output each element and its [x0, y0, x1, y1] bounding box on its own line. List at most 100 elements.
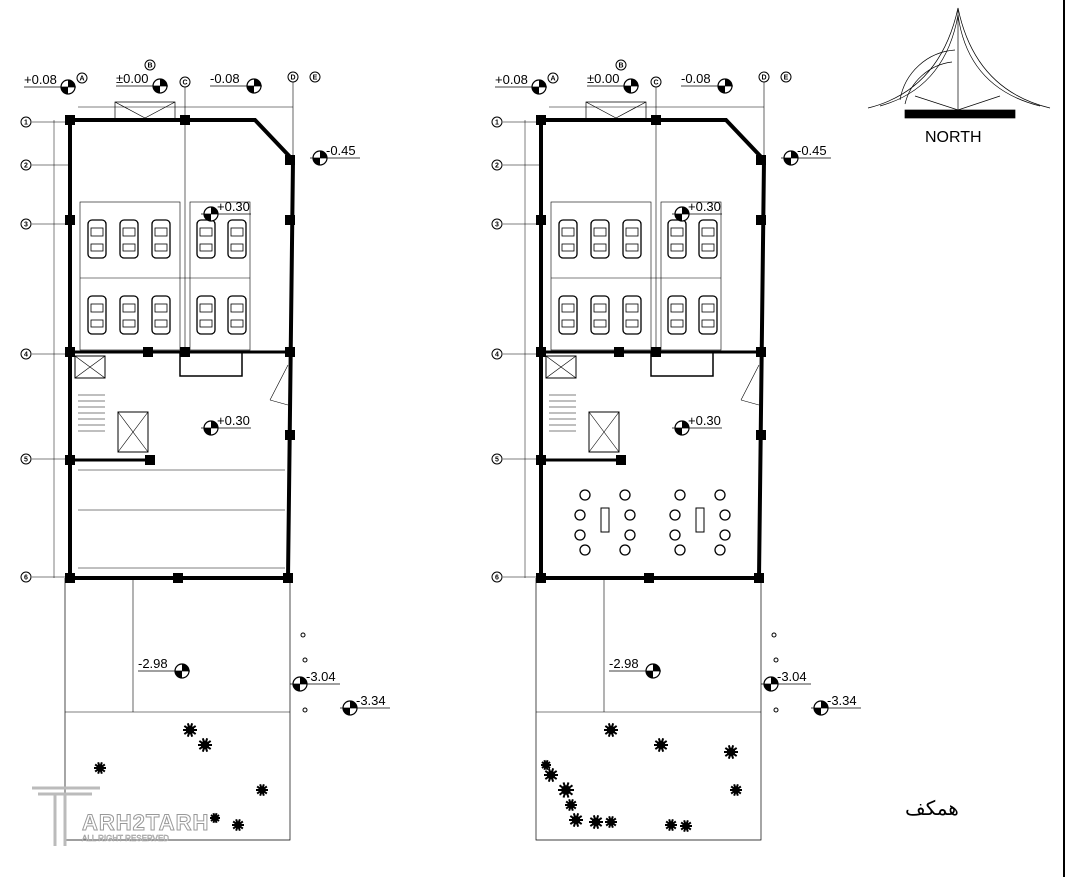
grid-bubble [491, 348, 503, 360]
grid-row-label: 3 [495, 222, 499, 229]
column [644, 573, 654, 583]
grid-row-label: 5 [24, 457, 28, 464]
yard-boundary [535, 578, 762, 841]
grid-bubble [20, 218, 32, 230]
grid-col-label: E [313, 75, 318, 82]
car-rear-window [199, 243, 213, 252]
watermark-column-icon [32, 786, 100, 846]
car-rear-window [90, 319, 104, 328]
chair [574, 529, 586, 541]
tree-core [607, 818, 615, 826]
car-icon [87, 295, 107, 335]
column [536, 573, 546, 583]
tree-core [732, 786, 740, 794]
grid-bubble [20, 116, 32, 128]
chair [579, 544, 591, 556]
grid-bubble [20, 159, 32, 171]
column [614, 347, 624, 357]
level-marker-icon [672, 206, 722, 222]
grid-row-label: 5 [495, 457, 499, 464]
level-label: +0.08 [24, 72, 57, 87]
car-body [590, 219, 610, 259]
car-rear-window [122, 243, 136, 252]
level-marker-icon [587, 78, 639, 94]
car-windshield [670, 227, 684, 237]
car-rear-window [154, 243, 168, 252]
tree-icon [565, 798, 577, 812]
car-icon [590, 295, 610, 335]
level-label: -3.34 [827, 693, 857, 708]
car-windshield [90, 303, 104, 313]
column [173, 573, 183, 583]
car-body [119, 295, 139, 335]
grid-row-label: 3 [24, 222, 28, 229]
grid-col-label: B [618, 63, 623, 70]
car-rear-window [154, 319, 168, 328]
tree-core [667, 821, 675, 829]
car-windshield [670, 303, 684, 313]
tree-core [726, 747, 736, 757]
tree-icon [94, 761, 106, 775]
car-rear-window [561, 243, 575, 252]
tree-icon [589, 815, 603, 829]
car-icon [590, 219, 610, 259]
car-windshield [625, 227, 639, 237]
grid-bubble [547, 72, 559, 84]
column [285, 430, 295, 440]
tree-core [656, 740, 666, 750]
car-icon [196, 219, 216, 259]
parking-bay [660, 201, 722, 351]
car-body [622, 219, 642, 259]
grid-bubble [309, 71, 321, 83]
grid-row-label: 2 [24, 163, 28, 170]
frame-border [1063, 0, 1065, 877]
column [65, 347, 75, 357]
level-marker-icon [116, 78, 168, 94]
light-post [773, 657, 779, 663]
chair [674, 544, 686, 556]
level-label: -0.45 [797, 143, 827, 158]
chair [624, 529, 636, 541]
car-windshield [561, 303, 575, 313]
column [756, 155, 766, 165]
level-label: ±0.00 [587, 71, 619, 86]
car-body [667, 219, 687, 259]
grid-bubble [20, 571, 32, 583]
chair [574, 509, 586, 521]
tree-core [258, 786, 266, 794]
car-body [87, 219, 107, 259]
column [180, 115, 190, 125]
tree-icon [541, 759, 551, 771]
grid-col-label: D [761, 75, 766, 82]
car-rear-window [122, 319, 136, 328]
elevator-cross [117, 411, 149, 453]
car-body [196, 219, 216, 259]
car-windshield [199, 227, 213, 237]
car-body [590, 295, 610, 335]
column [756, 430, 766, 440]
column [65, 215, 75, 225]
grid-bubble [780, 71, 792, 83]
column [285, 347, 295, 357]
level-marker-icon [495, 79, 547, 95]
car-icon [151, 295, 171, 335]
level-label: +0.08 [495, 72, 528, 87]
chair [619, 489, 631, 501]
tree-core [185, 725, 195, 735]
column [143, 347, 153, 357]
grid-col-label: E [784, 75, 789, 82]
tree-icon [604, 723, 618, 737]
chair [579, 489, 591, 501]
tree-core [212, 815, 218, 821]
chair [714, 544, 726, 556]
level-label: -0.08 [210, 71, 240, 86]
grid-col-label: A [79, 76, 84, 83]
grid-bubble [287, 71, 299, 83]
chair [674, 489, 686, 501]
tree-icon [256, 783, 268, 797]
reception-counter [179, 352, 243, 377]
car-icon [227, 219, 247, 259]
car-rear-window [593, 319, 607, 328]
elevator-cross [588, 411, 620, 453]
grid-bubble [491, 218, 503, 230]
